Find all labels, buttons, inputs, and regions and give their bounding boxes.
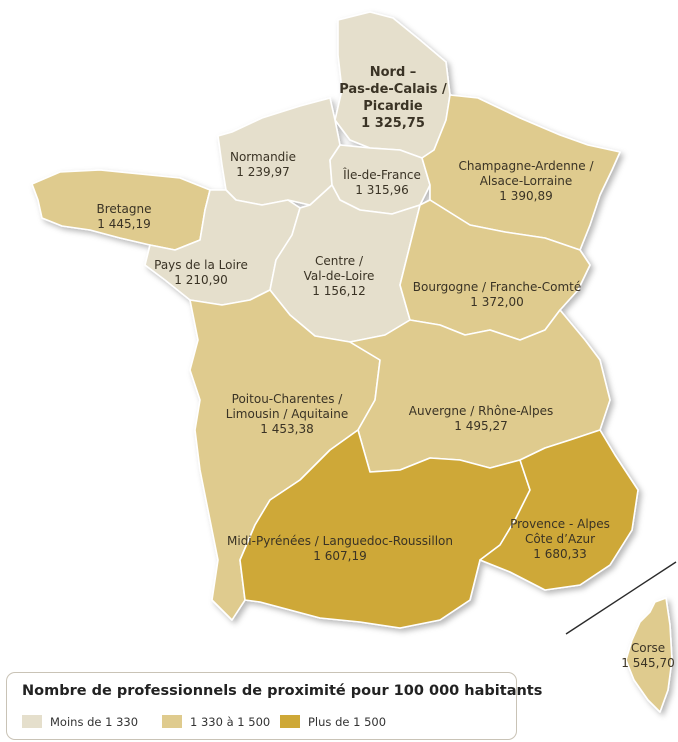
region-name-midi: Midi-Pyrénées / Languedoc-Roussillon xyxy=(227,534,453,548)
legend-item-low: Moins de 1 330 xyxy=(22,715,138,731)
region-value-bourgogne: 1 372,00 xyxy=(470,295,524,309)
region-name-pdl: Pays de la Loire xyxy=(154,258,248,272)
region-value-auvergne: 1 495,27 xyxy=(454,419,508,433)
region-corse[interactable] xyxy=(625,597,673,713)
region-value-paca: 1 680,33 xyxy=(533,547,587,561)
legend-swatch-mid xyxy=(162,715,182,728)
region-value-champagne: 1 390,89 xyxy=(499,189,553,203)
region-value-bretagne: 1 445,19 xyxy=(97,217,151,231)
region-name-poitou: Poitou-Charentes / Limousin / Aquitaine xyxy=(225,392,349,421)
region-name-centre: Centre / Val-de-Loire xyxy=(303,254,375,283)
region-value-idf: 1 315,96 xyxy=(355,183,409,197)
legend-item-high: Plus de 1 500 xyxy=(280,715,386,731)
region-name-champagne: Champagne-Ardenne / Alsace-Lorraine xyxy=(458,159,594,188)
region-name-bretagne: Bretagne xyxy=(96,202,152,216)
region-value-pdl: 1 210,90 xyxy=(174,273,228,287)
legend-item-mid: 1 330 à 1 500 xyxy=(162,715,270,731)
region-name-nord: Nord – Pas-de-Calais / Picardie xyxy=(339,65,447,114)
legend-label-low: Moins de 1 330 xyxy=(50,715,139,729)
region-value-nord: 1 325,75 xyxy=(361,116,425,131)
corse-separator-line xyxy=(565,561,677,635)
legend-title: Nombre de professionnels de proximité po… xyxy=(22,683,543,699)
region-name-normandie: Normandie xyxy=(229,150,297,164)
region-champagne[interactable] xyxy=(421,94,621,251)
region-name-idf: Île-de-France xyxy=(343,168,421,182)
region-value-midi: 1 607,19 xyxy=(313,549,367,563)
region-paca[interactable] xyxy=(479,429,639,591)
region-label-nord: Nord – Pas-de-Calais / Picardie 1 325,75 xyxy=(339,64,447,132)
region-name-paca: Provence - Alpes Côte d’Azur xyxy=(510,517,610,546)
region-value-normandie: 1 239,97 xyxy=(236,165,290,179)
region-midi[interactable] xyxy=(239,429,531,629)
legend-label-mid: 1 330 à 1 500 xyxy=(190,715,271,729)
region-value-poitou: 1 453,38 xyxy=(260,422,314,436)
legend-label-high: Plus de 1 500 xyxy=(308,715,387,729)
region-value-corse: 1 545,70 xyxy=(621,656,675,670)
region-value-centre: 1 156,12 xyxy=(312,284,366,298)
region-name-auvergne: Auvergne / Rhône-Alpes xyxy=(408,404,554,418)
legend-swatch-low xyxy=(22,715,42,728)
legend-swatch-high xyxy=(280,715,300,728)
region-name-corse: Corse xyxy=(630,641,666,655)
legend: Nombre de professionnels de proximité po… xyxy=(6,672,542,740)
region-name-bourgogne: Bourgogne / Franche-Comté xyxy=(412,280,582,294)
